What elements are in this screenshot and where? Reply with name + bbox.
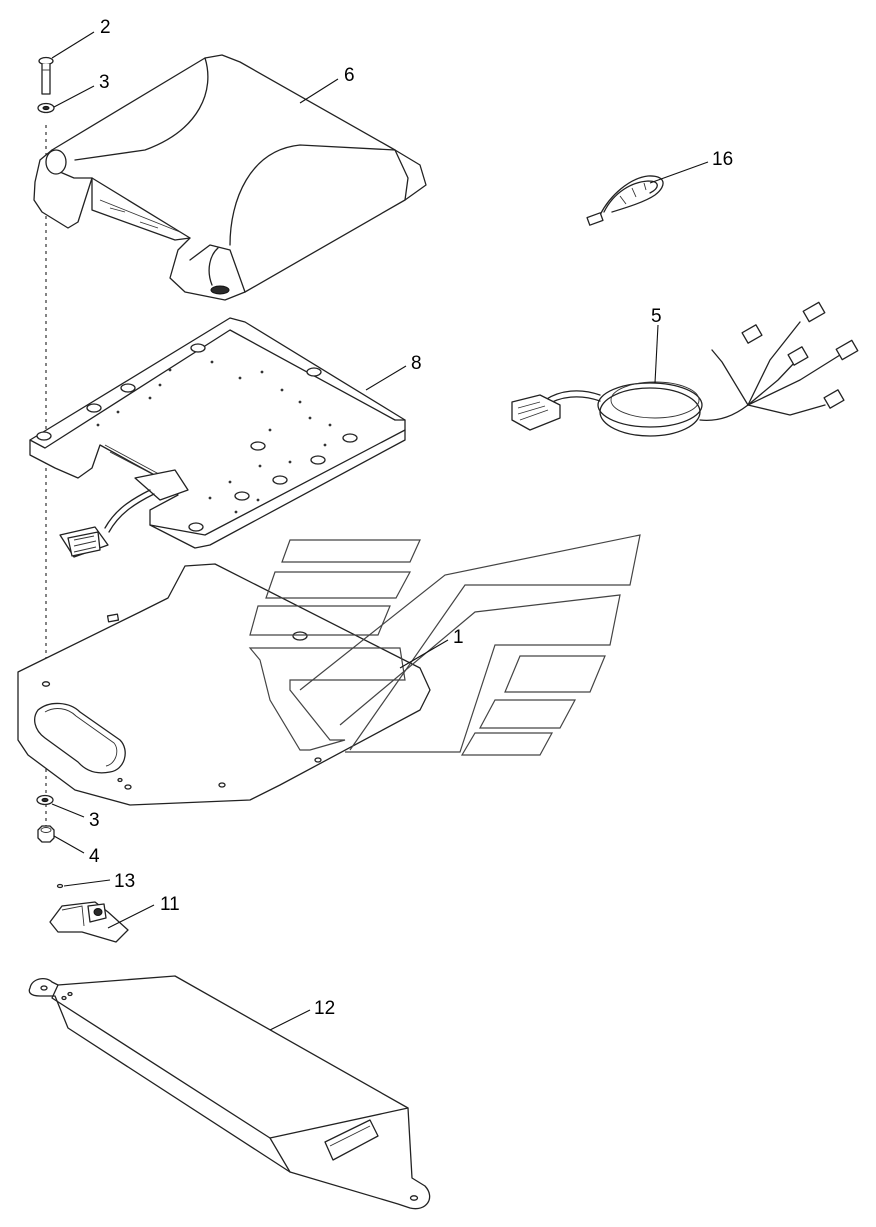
callout-1: 1	[453, 627, 464, 648]
callout-11: 11	[160, 894, 180, 915]
callout-16: 16	[712, 149, 733, 170]
callout-6: 6	[344, 65, 355, 86]
callout-3-top: 3	[99, 72, 110, 93]
bracket-part	[28, 975, 431, 1210]
harness-part	[511, 301, 859, 437]
strap-part	[586, 175, 664, 226]
callout-4: 4	[89, 846, 100, 867]
cover-part	[33, 54, 427, 301]
latch-part	[49, 901, 129, 943]
callout-5: 5	[651, 306, 662, 327]
plate-holes	[36, 343, 358, 532]
washer-top-part	[37, 102, 55, 114]
mounting-plate-part	[17, 563, 431, 806]
callout-3-bottom: 3	[89, 810, 100, 831]
callout-12: 12	[314, 998, 335, 1019]
leader-lines	[51, 31, 709, 1031]
callout-labels: 2 3 6 16 5 8 1 3 4 13 11 12	[89, 17, 733, 1019]
watermark-logo	[248, 534, 641, 756]
pin-part	[56, 883, 64, 889]
base-plate-part	[29, 317, 406, 558]
callout-2: 2	[100, 17, 111, 38]
washer-bottom-part	[36, 794, 54, 806]
callout-8: 8	[411, 353, 422, 374]
nut-part	[37, 825, 55, 843]
bolt-part	[38, 56, 54, 95]
callout-13: 13	[114, 871, 135, 892]
